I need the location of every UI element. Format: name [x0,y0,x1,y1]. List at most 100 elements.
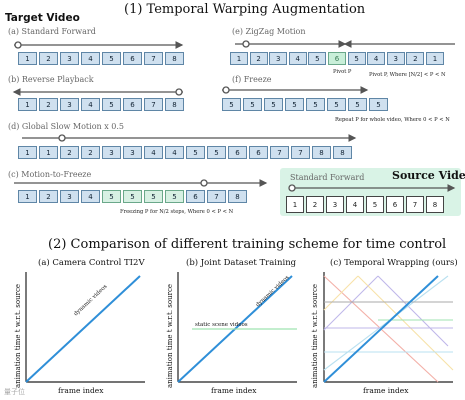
frame-cell: 6 [327,52,346,65]
frame-cell: 6 [186,190,205,203]
label-global-slow: (d) Global Slow Motion x 0.5 [8,122,124,131]
frame-cell: 4 [81,190,100,203]
frame-cell: 4 [288,52,307,65]
source-arrow [288,184,456,192]
watermark: 量子位 [4,388,25,396]
frame-cell: 5 [348,98,367,111]
frame-cell: 5 [102,190,121,203]
label-standard-forward: (a) Standard Forward [8,27,96,36]
frame-cell: 2 [406,52,425,65]
frame-cell: 5 [366,196,384,213]
frame-cell: 5 [308,52,327,65]
frame-cell: 7 [207,190,226,203]
plot-a-dynamic-line [25,275,141,383]
frame-cell: 6 [123,98,142,111]
frame-cell: 5 [102,52,121,65]
pivot-label: Pivot P [333,69,352,75]
frame-cell: 1 [18,52,37,65]
frame-cell: 2 [81,146,100,159]
frame-cell: 2 [249,52,268,65]
plot-b [177,272,297,383]
frame-cell: 3 [60,98,79,111]
frame-cell: 7 [270,146,289,159]
frame-cell: 6 [386,196,404,213]
frame-cell: 4 [346,196,364,213]
note-zigzag: Pivot P, Where [N/2] < P < N [369,72,446,78]
frame-cell: 3 [102,146,121,159]
frame-cell: 8 [312,146,331,159]
frame-cell: 6 [123,52,142,65]
plot-a-xlabel: frame index [58,386,104,395]
frame-cell: 1 [286,196,304,213]
frame-cell: 5 [102,98,121,111]
frame-cell: 7 [144,52,163,65]
note-motion-to-freeze: Freezing P for N/2 steps, Where 0 < P < … [120,209,234,215]
plot-c-yellow-line-2 [357,275,454,371]
target-video-heading: Target Video [5,12,80,24]
source-video-heading: Source Video [392,169,465,182]
frame-cell: 1 [18,146,37,159]
frame-cell: 1 [230,52,248,65]
section-title-comparison: (2) Comparison of different training sch… [48,237,447,252]
note-freeze: Repeat P for whole video, Where 0 < P < … [335,117,450,123]
frame-cell: 5 [327,98,346,111]
plot-b-xlabel: frame index [211,386,257,395]
label-reverse-playback: (b) Reverse Playback [8,75,94,84]
plot-c-main-line [323,275,439,383]
frame-cell: 2 [39,52,58,65]
frame-cell: 8 [165,98,184,111]
frame-cell: 4 [81,98,100,111]
label-zigzag: (e) ZigZag Motion [232,27,306,36]
plot-a-title: (a) Camera Control TI2V [38,258,145,268]
plot-c-zigzag-line-1 [323,275,379,331]
frame-cell: 5 [264,98,283,111]
arrows-layer [12,40,455,187]
frame-cell: 3 [386,52,405,65]
frame-cell: 1 [18,98,37,111]
frame-cell: 8 [426,196,444,213]
frame-cell: 1 [39,146,58,159]
frame-cell: 6 [249,146,268,159]
frame-cell: 4 [81,52,100,65]
frame-cell: 2 [60,146,79,159]
frame-cell: 5 [369,98,388,111]
plot-b-annotation-static: static scene videos [195,322,248,328]
plot-c [323,272,454,383]
frame-cell: 7 [144,98,163,111]
frame-cell: 5 [186,146,205,159]
plot-b-title: (b) Joint Dataset Training [186,258,297,268]
plot-c-xlabel: frame index [363,386,409,395]
label-motion-to-freeze: (c) Motion-to-Freeze [8,170,92,179]
frame-cell: 5 [222,98,241,111]
frame-cell: 3 [269,52,288,65]
frame-cell: 4 [367,52,386,65]
frame-cell: 1 [18,190,37,203]
frame-cell: 2 [306,196,324,213]
frame-cell: 5 [165,190,184,203]
frame-cell: 5 [243,98,262,111]
frame-cell: 8 [165,52,184,65]
frame-cell: 8 [228,190,247,203]
frame-cell: 2 [39,98,58,111]
frame-cell: 4 [144,146,163,159]
label-freeze: (f) Freeze [232,75,272,84]
section-title-warping: (1) Temporal Warping Augmentation [124,2,366,17]
frame-cell: 3 [60,52,79,65]
frame-cell: 5 [144,190,163,203]
frame-cell: 7 [406,196,424,213]
frame-cell: 7 [291,146,310,159]
frame-cell: 5 [123,190,142,203]
frame-cell: 3 [123,146,142,159]
plot-c-yellow-line-1 [323,275,359,311]
label-source-forward: Standard Forward [290,173,365,182]
frame-cell: 8 [333,146,352,159]
plot-a [25,272,145,383]
plot-c-zigzag-line-2 [377,275,449,347]
